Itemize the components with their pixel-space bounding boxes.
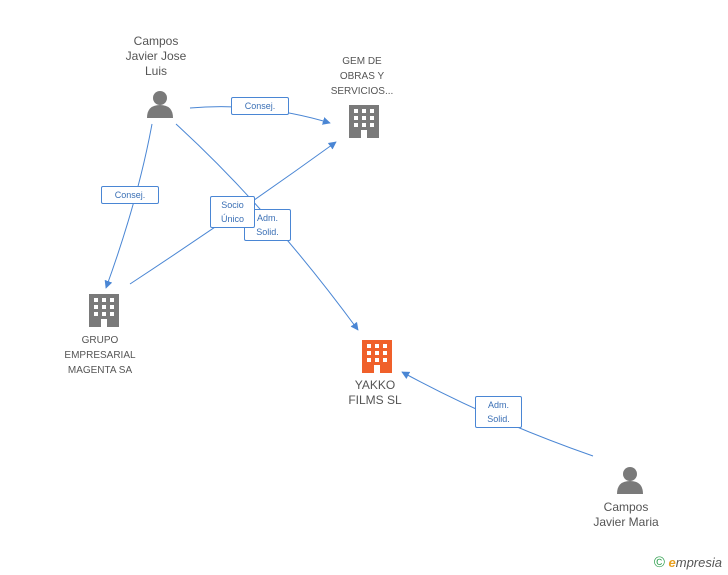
copyright-icon: © [653, 554, 665, 571]
edge-label-line: Adm. [256, 213, 278, 223]
node-label-line: Luis [144, 64, 167, 78]
edge-label-maria-to-yakko: Adm. Solid. [475, 396, 522, 428]
edge-label-line: Solid. [256, 227, 279, 237]
node-label-line: SERVICIOS... [330, 86, 394, 97]
node-label-grupo-magenta[interactable]: GRUPO EMPRESARIAL MAGENTA SA [50, 333, 150, 378]
building-icon[interactable] [349, 105, 379, 138]
edge-label-line: Consej. [114, 190, 146, 200]
edge-label-jose-to-gem: Consej. [231, 97, 289, 115]
edge-label-grupo-to-gem: Socio Único [210, 196, 255, 228]
edge-jose-to-grupo [104, 123, 153, 289]
edge-label-line: Consej. [244, 101, 276, 111]
node-label-line: OBRAS Y [339, 71, 385, 82]
person-icon[interactable] [147, 91, 173, 118]
brand-logo-text: mpresia [675, 555, 722, 570]
edge-label-line: Único [220, 214, 244, 224]
edge-label-line: Solid. [487, 414, 510, 424]
node-label-line: Campos [603, 500, 649, 514]
edge-label-line: Adm. [487, 400, 509, 410]
node-label-line: Javier Jose [125, 49, 187, 63]
node-label-gem-obras[interactable]: GEM DE OBRAS Y SERVICIOS... [312, 54, 412, 99]
node-label-yakko-films[interactable]: YAKKO FILMS SL [325, 378, 425, 408]
node-label-line: Campos [133, 34, 179, 48]
node-label-line: MAGENTA SA [67, 365, 133, 376]
building-icon-highlight[interactable] [362, 340, 392, 373]
edge-label-line: Socio [221, 200, 244, 210]
node-label-line: FILMS SL [348, 393, 402, 407]
node-label-campos-javier-jose-luis[interactable]: Campos Javier Jose Luis [106, 34, 206, 79]
node-label-line: GEM DE [342, 56, 382, 67]
brand-footer[interactable]: © empresia [654, 554, 722, 571]
node-label-line: GRUPO [81, 335, 119, 346]
node-label-line: EMPRESARIAL [64, 350, 136, 361]
building-icon[interactable] [89, 294, 119, 327]
edge-label-jose-to-grupo: Consej. [101, 186, 159, 204]
person-icon[interactable] [617, 467, 643, 494]
node-label-line: Javier Maria [593, 515, 659, 529]
node-label-campos-javier-maria[interactable]: Campos Javier Maria [576, 500, 676, 530]
brand-logo-initial: e [668, 555, 676, 570]
node-label-line: YAKKO [354, 378, 396, 392]
